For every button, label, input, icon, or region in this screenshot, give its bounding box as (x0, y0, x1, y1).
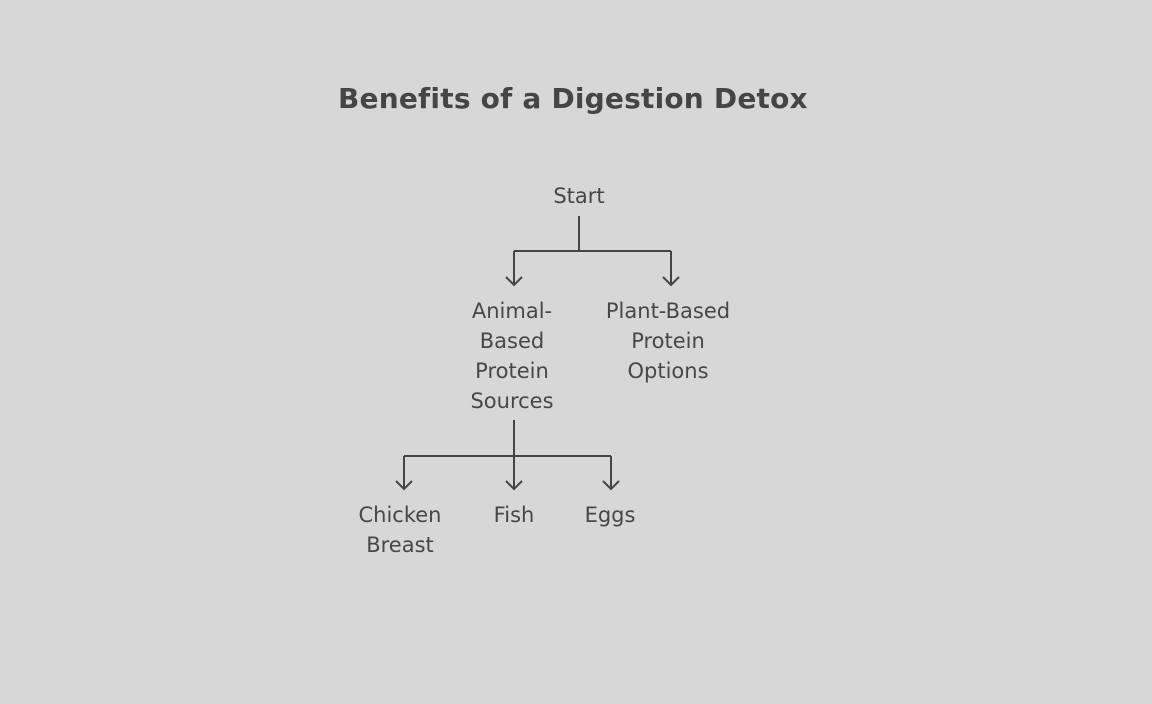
node-eggs: Eggs (584, 503, 636, 527)
node-fish: Fish (493, 503, 535, 527)
node-plant-based-protein: Plant-Based Protein Options (606, 296, 730, 386)
node-label-line: Sources (470, 389, 554, 413)
arrow-head-eggs (602, 480, 620, 491)
connector-animal (403, 420, 612, 489)
node-label-line: Protein (475, 359, 549, 383)
node-label-line: Breast (366, 533, 434, 557)
arrow-head-chicken (395, 480, 413, 491)
node-label-line: Animal- (471, 299, 553, 323)
connector-start (513, 216, 672, 285)
arrow-head-plant (662, 276, 680, 287)
node-label-line: Based (479, 329, 545, 353)
node-label-line: Options (627, 359, 709, 383)
node-label-line: Protein (631, 329, 705, 353)
node-chicken-breast: Chicken Breast (359, 500, 442, 560)
node-start: Start (553, 184, 605, 208)
diagram-title: Benefits of a Digestion Detox (338, 82, 808, 115)
node-label-line: Chicken (358, 503, 442, 527)
node-animal-based-protein: Animal- Based Protein Sources (470, 296, 553, 416)
arrow-head-animal (505, 276, 523, 287)
node-label-line: Plant-Based (605, 299, 731, 323)
arrow-head-fish (505, 480, 523, 491)
